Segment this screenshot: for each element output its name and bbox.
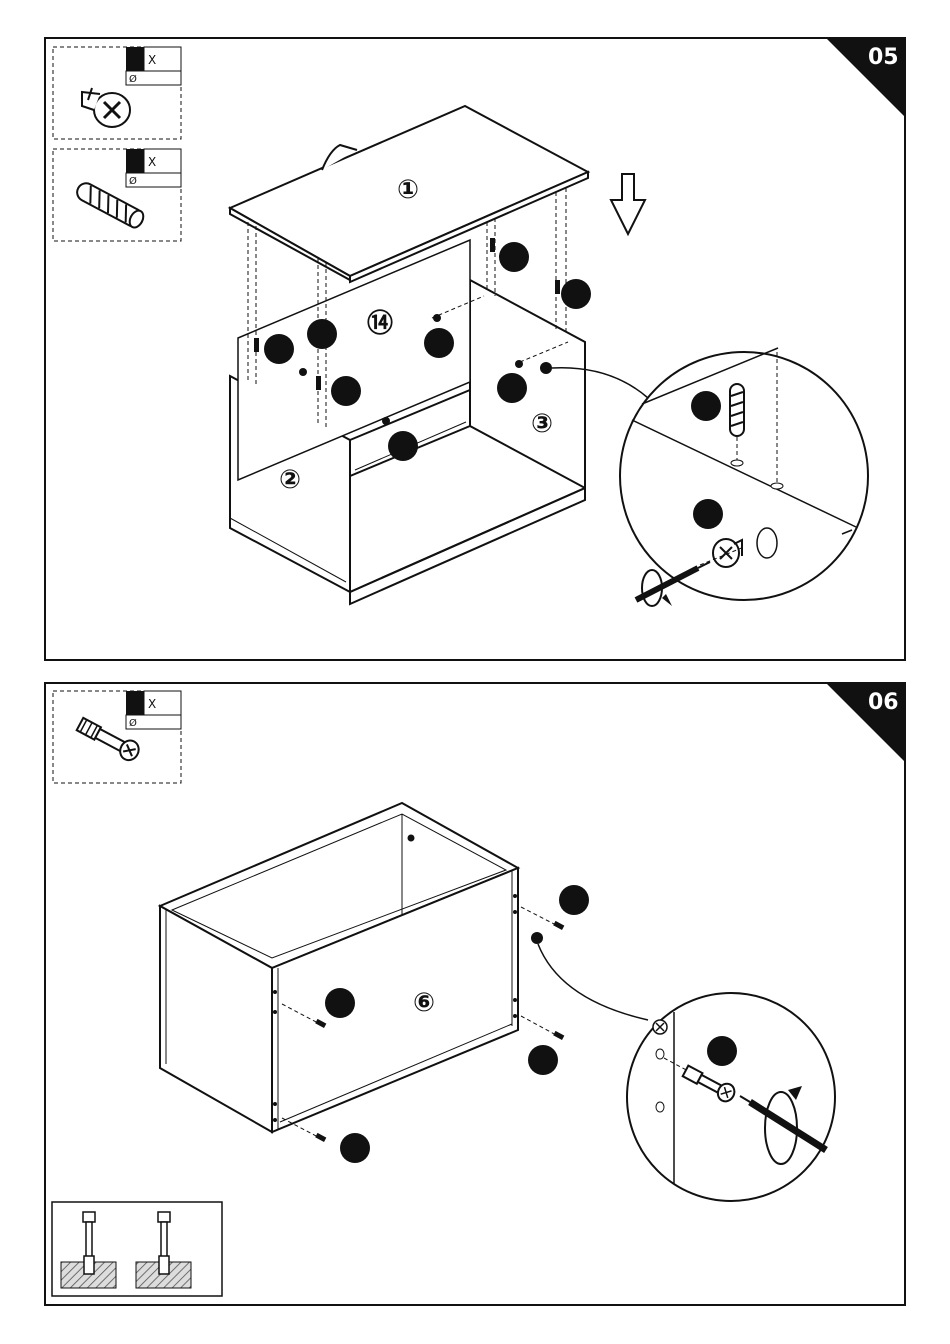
part-marker [497,373,527,403]
wooden-dowel-icon [730,384,744,436]
panel-label-1: ① [397,175,419,205]
part-marker [340,1133,370,1163]
detail-anchor-dot [531,932,543,944]
part-marker [693,499,723,529]
part-marker [325,988,355,1018]
part-marker [528,1045,558,1075]
part-marker [559,885,589,915]
hardware-dia-label: Ø [129,73,137,85]
hardware-dia-label: Ø [129,717,137,729]
hardware-qty-label: X [148,697,156,711]
part-marker [331,376,361,406]
panel-label-14: ⑭ [367,308,393,339]
hardware-qty-label: X [148,155,156,169]
cam-bolt-depth-inset [52,1202,222,1296]
part-marker [424,328,454,358]
part-marker [707,1036,737,1066]
step-06-number: 06 [868,690,899,715]
step-05-panel: 05 X Ø X Ø [45,38,905,660]
part-marker [264,334,294,364]
part-marker [691,391,721,421]
step-06-panel: 06 X Ø [45,683,905,1305]
hardware-qty-label: X [148,53,156,67]
detail-circle-06 [627,993,835,1201]
hardware-dia-label: Ø [129,175,137,187]
step-05-number: 05 [868,45,899,70]
part-marker [499,242,529,272]
panel-label-6: ⑥ [413,988,435,1018]
panel-label-2: ② [279,465,301,495]
part-marker [561,279,591,309]
panel-label-3: ③ [531,409,553,439]
part-marker [307,319,337,349]
detail-anchor-dot [540,362,552,374]
part-marker [388,431,418,461]
